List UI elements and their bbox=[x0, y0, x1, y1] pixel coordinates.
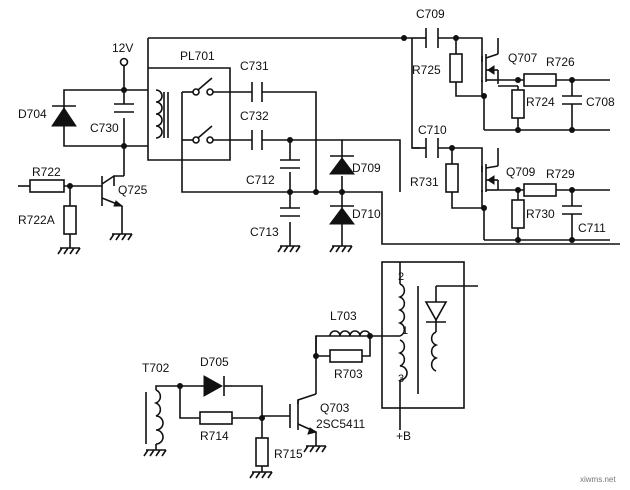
c712-label: C712 bbox=[246, 173, 275, 187]
c713-label: C713 bbox=[250, 225, 279, 239]
b-plus-label: +B bbox=[396, 429, 411, 443]
resistor-r731 bbox=[445, 163, 459, 193]
r725-label: R725 bbox=[412, 63, 441, 77]
resistor-r703 bbox=[329, 349, 363, 363]
r724-label: R724 bbox=[526, 95, 555, 109]
resistor-r729 bbox=[523, 183, 557, 197]
q703-part-label: 2SC5411 bbox=[316, 417, 365, 431]
flyback-diode bbox=[424, 301, 448, 324]
q707-label: Q707 bbox=[508, 51, 538, 65]
flyback-winding-primary bbox=[397, 283, 419, 394]
inductor-l703 bbox=[329, 330, 371, 337]
resistor-r722 bbox=[29, 179, 65, 193]
lower-ground-symbols bbox=[143, 445, 327, 479]
transistor-q703 bbox=[297, 400, 318, 435]
resistor-r715 bbox=[255, 437, 269, 467]
q725-label: Q725 bbox=[118, 183, 148, 197]
d704-label: D704 bbox=[18, 107, 47, 121]
flyback-winding-secondary bbox=[430, 331, 439, 372]
c730-label: C730 bbox=[90, 121, 119, 135]
capacitor-c730 bbox=[114, 103, 134, 113]
transistor-q707 bbox=[481, 53, 499, 82]
diode-d705 bbox=[200, 375, 232, 397]
relay-switch-2 bbox=[182, 125, 214, 144]
resistor-r726 bbox=[523, 73, 557, 87]
d710-label: D710 bbox=[352, 207, 381, 221]
q703-label: Q703 bbox=[320, 401, 350, 415]
supply-12v-terminal bbox=[119, 57, 129, 67]
diode-d710 bbox=[329, 205, 355, 225]
t702-label: T702 bbox=[142, 361, 170, 375]
ground-symbols bbox=[57, 233, 353, 255]
flyback-transformer-box bbox=[381, 261, 465, 409]
pin1-label: 1 bbox=[402, 325, 408, 337]
resistor-r730 bbox=[511, 199, 525, 229]
r722-label: R722 bbox=[32, 165, 61, 179]
c709-label: C709 bbox=[416, 7, 445, 21]
resistor-r725 bbox=[449, 53, 463, 83]
l703-label: L703 bbox=[330, 309, 357, 323]
transistor-q725 bbox=[101, 175, 124, 207]
r715-label: R715 bbox=[274, 447, 303, 461]
c732-label: C732 bbox=[240, 109, 269, 123]
resistor-r724 bbox=[511, 89, 525, 119]
resistor-r722a bbox=[63, 205, 77, 235]
diode-d709 bbox=[329, 155, 355, 175]
r703-label: R703 bbox=[334, 367, 363, 381]
junction-dots bbox=[67, 35, 575, 243]
q709-label: Q709 bbox=[506, 165, 536, 179]
capacitor-c711 bbox=[562, 205, 582, 215]
r730-label: R730 bbox=[526, 207, 555, 221]
relay-switch-1 bbox=[182, 77, 214, 96]
relay-coil bbox=[155, 89, 169, 139]
pin3-label: 3 bbox=[398, 373, 404, 385]
lower-junction-dots bbox=[177, 333, 373, 421]
capacitor-c732 bbox=[251, 130, 263, 150]
d705-label: D705 bbox=[200, 355, 229, 369]
r729-label: R729 bbox=[546, 167, 575, 181]
c731-label: C731 bbox=[240, 59, 269, 73]
pin2-label: 2 bbox=[398, 271, 404, 283]
supply-12v-label: 12V bbox=[112, 41, 133, 55]
capacitor-c713 bbox=[280, 207, 300, 217]
c708-label: C708 bbox=[586, 95, 615, 109]
relay-label: PL701 bbox=[180, 49, 215, 63]
r731-label: R731 bbox=[410, 175, 439, 189]
transformer-t702 bbox=[145, 389, 164, 445]
r722a-label: R722A bbox=[18, 213, 55, 227]
capacitor-c708 bbox=[562, 95, 582, 105]
c710-label: C710 bbox=[418, 123, 447, 137]
capacitor-c712 bbox=[280, 159, 300, 169]
r714-label: R714 bbox=[200, 429, 229, 443]
r726-label: R726 bbox=[546, 55, 575, 69]
capacitor-c709 bbox=[425, 28, 439, 48]
transistor-q709 bbox=[481, 164, 499, 192]
capacitor-c710 bbox=[425, 138, 439, 158]
diode-d704 bbox=[51, 102, 77, 132]
capacitor-c731 bbox=[251, 82, 263, 102]
c711-label: C711 bbox=[578, 221, 606, 235]
wiring bbox=[18, 37, 620, 248]
watermark: xiwms.net bbox=[580, 475, 616, 484]
resistor-r714 bbox=[199, 411, 233, 425]
d709-label: D709 bbox=[352, 161, 381, 175]
